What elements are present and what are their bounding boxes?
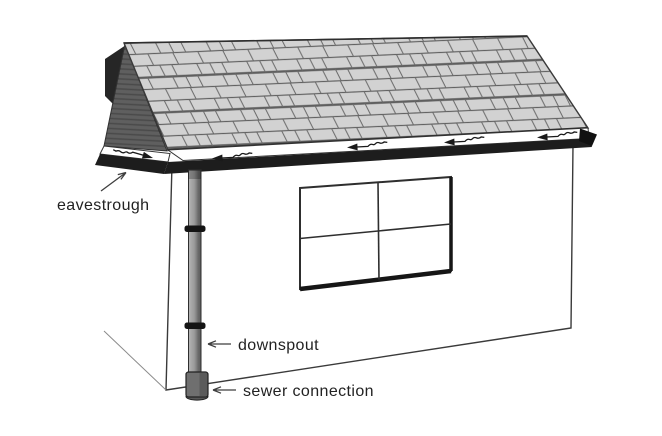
ground-line (103, 330, 167, 391)
window (299, 175, 453, 292)
eavestrough-label: eavestrough (57, 197, 149, 214)
downspout-pipe (188, 169, 202, 376)
roof (95, 35, 597, 174)
gable-wall-hatching (104, 44, 167, 151)
sewer-pointer-arrow (212, 386, 236, 394)
eavestrough-end-cap (579, 128, 597, 146)
eavestrough-front (164, 138, 592, 174)
sewer-pipe-shading (199, 373, 208, 396)
labels: eavestrough downspout sewer connection (57, 197, 374, 400)
roof-ridge (123, 35, 528, 44)
downspout-elbow-shadow (188, 170, 201, 179)
window-sill-shadow (299, 268, 452, 292)
downspout-assembly (184, 169, 209, 401)
sewer-connection-pipe (185, 371, 209, 398)
downspout-strap-upper (184, 225, 206, 232)
downspout-strap-lower (184, 322, 206, 329)
label-arrows (100, 171, 236, 394)
far-roof-slope (105, 45, 126, 105)
downspout-label: downspout (238, 337, 319, 354)
eavestrough-gable-side (95, 154, 168, 174)
window-mullion-horizontal (299, 223, 452, 240)
eavestrough-pointer-arrow (100, 171, 127, 192)
sewer-connection-label: sewer connection (243, 383, 374, 400)
downspout-pointer-arrow (207, 340, 231, 348)
